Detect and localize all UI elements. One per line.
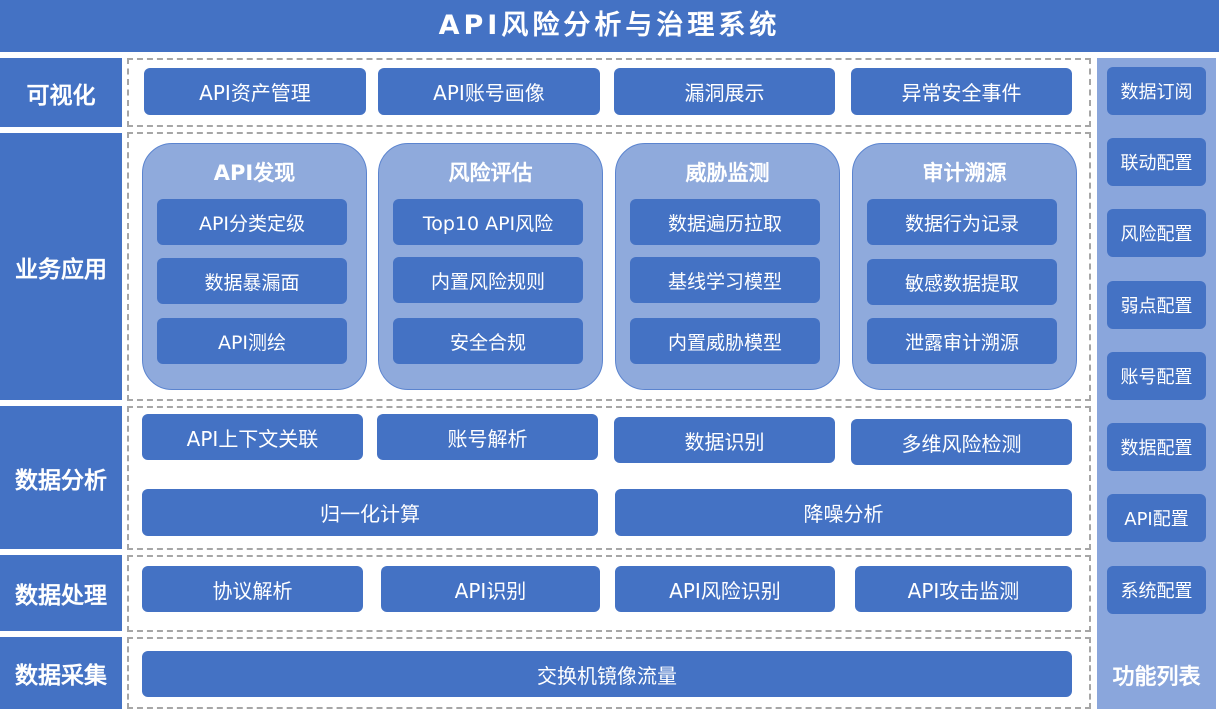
- analysis-item-noise-reduction: 降噪分析: [615, 489, 1072, 536]
- system-title: API风险分析与治理系统: [0, 0, 1219, 52]
- business-panel-api-discovery: API发现 API分类定级 数据暴漏面 API测绘: [142, 143, 367, 390]
- processing-item-api-identification: API识别: [381, 566, 600, 612]
- panel-item: 数据暴漏面: [157, 258, 347, 304]
- vis-item-vulnerability-display: 漏洞展示: [614, 68, 835, 115]
- function-item-risk-config: 风险配置: [1107, 209, 1206, 257]
- section-business: [127, 132, 1091, 401]
- vis-item-asset-management: API资产管理: [144, 68, 366, 115]
- panel-item: 内置风险规则: [393, 257, 583, 303]
- business-panel-risk-assessment: 风险评估 Top10 API风险 内置风险规则 安全合规: [378, 143, 603, 390]
- collection-item-switch-mirror: 交换机镜像流量: [142, 651, 1072, 697]
- function-item-account-config: 账号配置: [1107, 352, 1206, 400]
- panel-item: Top10 API风险: [393, 199, 583, 245]
- function-list-panel: 数据订阅 联动配置 风险配置 弱点配置 账号配置 数据配置 API配置 系统配置…: [1097, 58, 1216, 709]
- processing-item-api-attack-monitoring: API攻击监测: [855, 566, 1072, 612]
- function-item-system-config: 系统配置: [1107, 566, 1206, 614]
- function-item-data-config: 数据配置: [1107, 423, 1206, 471]
- business-panel-threat-monitoring: 威胁监测 数据遍历拉取 基线学习模型 内置威胁模型: [615, 143, 840, 390]
- panel-item: API分类定级: [157, 199, 347, 245]
- panel-item: 安全合规: [393, 318, 583, 364]
- panel-item: 基线学习模型: [630, 257, 820, 303]
- panel-item: 内置威胁模型: [630, 318, 820, 364]
- vis-item-account-profile: API账号画像: [378, 68, 600, 115]
- function-item-data-subscription: 数据订阅: [1107, 67, 1206, 115]
- processing-item-protocol-parsing: 协议解析: [142, 566, 363, 612]
- panel-title: 审计溯源: [922, 161, 1007, 185]
- section-collection: [127, 637, 1091, 709]
- analysis-item-context-correlation: API上下文关联: [142, 414, 363, 460]
- function-item-api-config: API配置: [1107, 494, 1206, 542]
- section-processing: [127, 555, 1091, 632]
- panel-title: 风险评估: [448, 161, 533, 185]
- layer-label-collection: 数据采集: [0, 637, 122, 709]
- panel-title: 威胁监测: [685, 161, 770, 185]
- panel-item: 数据行为记录: [867, 199, 1057, 245]
- section-analysis: [127, 406, 1091, 550]
- function-item-linkage-config: 联动配置: [1107, 138, 1206, 186]
- analysis-item-normalization: 归一化计算: [142, 489, 598, 536]
- section-visualization: [127, 58, 1091, 127]
- analysis-item-risk-detection: 多维风险检测: [851, 419, 1072, 465]
- analysis-item-data-identification: 数据识别: [614, 417, 835, 463]
- business-panel-audit-tracing: 审计溯源 数据行为记录 敏感数据提取 泄露审计溯源: [852, 143, 1077, 390]
- layer-label-business: 业务应用: [0, 133, 122, 400]
- panel-item: API测绘: [157, 318, 347, 364]
- panel-title: API发现: [213, 161, 296, 185]
- vis-item-security-events: 异常安全事件: [851, 68, 1072, 115]
- layer-label-analysis: 数据分析: [0, 406, 122, 549]
- processing-item-api-risk-identification: API风险识别: [615, 566, 835, 612]
- panel-item: 敏感数据提取: [867, 259, 1057, 305]
- function-list-title: 功能列表: [1112, 665, 1201, 690]
- function-item-weakness-config: 弱点配置: [1107, 281, 1206, 329]
- layer-label-processing: 数据处理: [0, 555, 122, 631]
- panel-item: 数据遍历拉取: [630, 199, 820, 245]
- layer-label-visualization: 可视化: [0, 58, 122, 127]
- panel-item: 泄露审计溯源: [867, 318, 1057, 364]
- analysis-item-account-parsing: 账号解析: [377, 414, 598, 460]
